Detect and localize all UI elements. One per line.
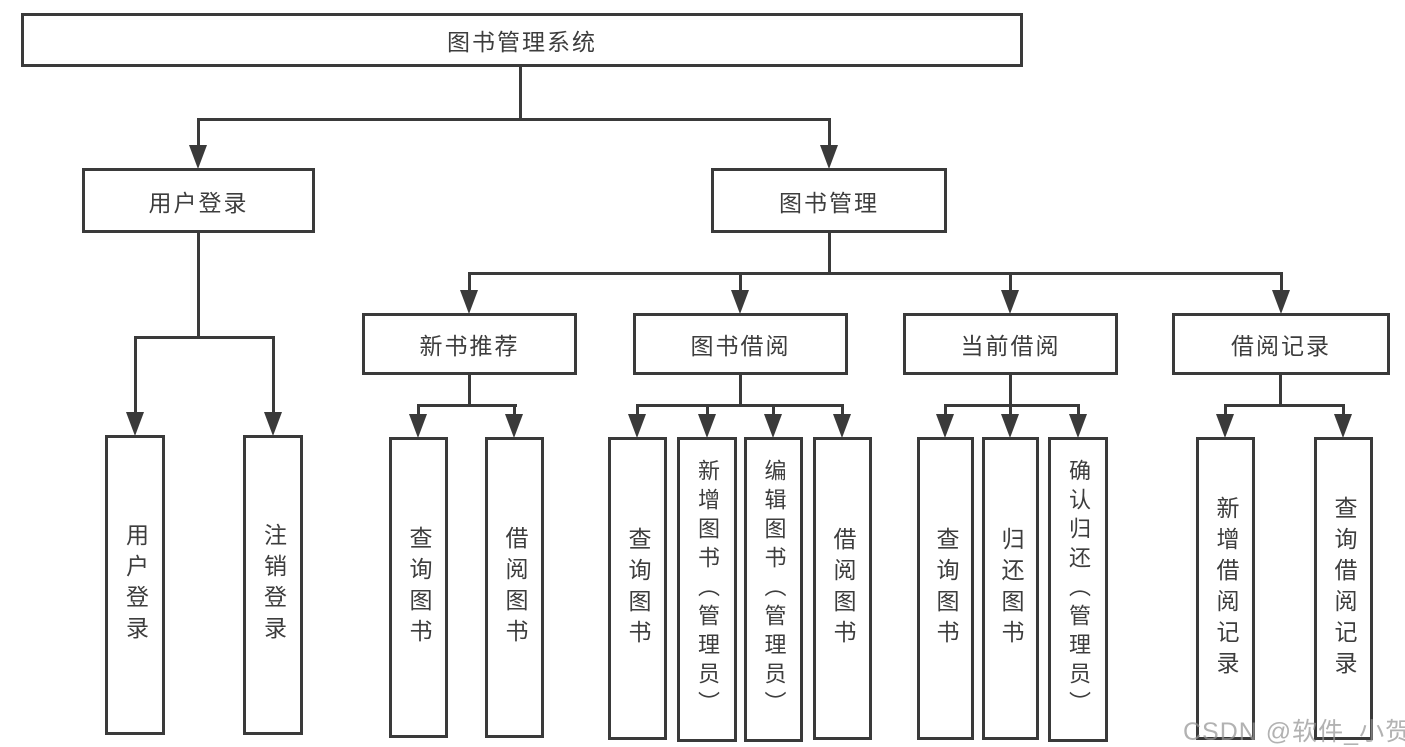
node-borrow-records: 借阅记录 — [1172, 313, 1390, 375]
arrow-down-icon — [409, 404, 428, 438]
leaf-logout-login: 注销登录 — [243, 435, 303, 735]
leaf-br-query-record: 查询借阅记录 — [1314, 437, 1373, 740]
leaf-label: 查询图书 — [625, 526, 651, 651]
connector-line — [468, 272, 1283, 275]
arrow-down-icon — [1001, 272, 1020, 314]
node-library-management-system: 图书管理系统 — [21, 13, 1023, 67]
node-label: 新书推荐 — [419, 333, 520, 359]
arrow-down-icon — [189, 118, 208, 169]
node-label: 图书管理 — [779, 189, 879, 216]
watermark: CSDN @软件_小贺同学 — [1183, 718, 1405, 746]
node-book-borrow: 图书借阅 — [633, 313, 848, 375]
leaf-label: 查询图书 — [933, 526, 959, 651]
connector-line — [636, 404, 844, 407]
connector-line — [468, 374, 471, 407]
arrow-down-icon — [1334, 404, 1353, 438]
arrow-down-icon — [1001, 404, 1020, 438]
arrow-down-icon — [263, 336, 283, 436]
connector-line — [417, 404, 517, 407]
leaf-cb-query-book: 查询图书 — [917, 437, 974, 740]
arrow-down-icon — [1271, 272, 1291, 314]
connector-line — [1279, 374, 1282, 407]
arrow-down-icon — [697, 404, 717, 438]
node-label: 图书管理系统 — [447, 29, 597, 55]
connector-line — [197, 232, 200, 339]
leaf-nbr-query-book: 查询图书 — [389, 437, 448, 738]
leaf-br-add-record: 新增借阅记录 — [1196, 437, 1255, 740]
leaf-label: 查询借阅记录 — [1331, 495, 1357, 682]
leaf-label: 确认归还（管理员） — [1066, 459, 1091, 720]
leaf-label: 新增借阅记录 — [1213, 495, 1239, 682]
connector-line — [1009, 374, 1012, 407]
arrow-down-icon — [764, 404, 783, 438]
leaf-cb-return-book: 归还图书 — [982, 437, 1039, 740]
leaf-user-login: 用户登录 — [105, 435, 165, 735]
arrow-down-icon — [731, 272, 750, 314]
arrow-down-icon — [833, 404, 852, 438]
leaf-nbr-borrow-book: 借阅图书 — [485, 437, 544, 738]
leaf-label: 注销登录 — [260, 523, 287, 647]
arrow-down-icon — [505, 404, 524, 438]
node-current-borrow: 当前借阅 — [903, 313, 1118, 375]
node-label: 借阅记录 — [1231, 333, 1331, 359]
connector-line — [944, 404, 1080, 407]
connector-line — [1224, 404, 1345, 407]
connector-line — [827, 232, 831, 275]
node-label: 图书借阅 — [690, 333, 791, 359]
arrow-down-icon — [936, 404, 955, 438]
node-new-book-recommend: 新书推荐 — [362, 313, 577, 375]
leaf-label: 借阅图书 — [830, 526, 856, 651]
leaf-bb-query-book: 查询图书 — [608, 437, 667, 740]
node-user-login: 用户登录 — [82, 168, 315, 233]
arrow-down-icon — [628, 404, 647, 438]
leaf-label: 借阅图书 — [502, 525, 528, 650]
leaf-label: 归还图书 — [998, 526, 1024, 651]
arrow-down-icon — [1216, 404, 1235, 438]
leaf-label: 新增图书（管理员） — [695, 459, 720, 720]
node-label: 用户登录 — [148, 189, 249, 216]
leaf-label: 用户登录 — [122, 523, 149, 647]
connector-line — [197, 118, 831, 121]
leaf-cb-confirm-return-admin: 确认归还（管理员） — [1048, 437, 1108, 742]
leaf-bb-edit-book-admin: 编辑图书（管理员） — [744, 437, 803, 742]
node-book-management: 图书管理 — [711, 168, 947, 233]
connector-line — [134, 336, 275, 339]
arrow-down-icon — [125, 336, 145, 436]
connector-line — [519, 66, 522, 120]
leaf-bb-add-book-admin: 新增图书（管理员） — [677, 437, 737, 742]
leaf-label: 查询图书 — [406, 525, 432, 650]
leaf-bb-borrow-book: 借阅图书 — [813, 437, 872, 740]
leaf-label: 编辑图书（管理员） — [761, 459, 787, 720]
connector-line — [739, 374, 742, 407]
node-label: 当前借阅 — [960, 333, 1061, 359]
arrow-down-icon — [460, 272, 479, 314]
arrow-down-icon — [1068, 404, 1088, 438]
arrow-down-icon — [819, 118, 839, 169]
